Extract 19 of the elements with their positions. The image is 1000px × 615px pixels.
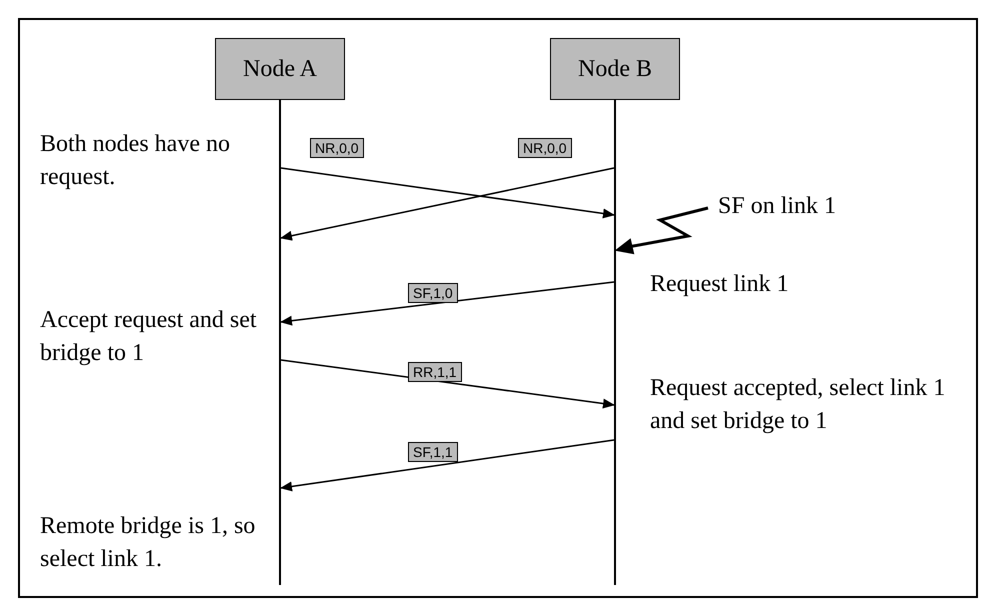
note-text: Accept request and set bridge to 1: [40, 306, 258, 368]
node-box: Node A: [215, 38, 345, 100]
message-arrow: [280, 359, 615, 408]
message-arrow: [280, 167, 615, 218]
edge-label: NR,0,0: [310, 138, 364, 158]
note-text: Remote bridge is 1, so select link 1.: [40, 512, 256, 574]
lifeline: [279, 100, 281, 585]
node-box: Node B: [550, 38, 680, 100]
message-arrow: [280, 439, 614, 492]
note-text: Both nodes have no request.: [40, 130, 231, 192]
edge-label: RR,1,1: [408, 362, 462, 382]
note-text: Request link 1: [650, 270, 790, 299]
message-arrow: [280, 167, 614, 241]
edge-label: NR,0,0: [518, 138, 572, 158]
edge-label: SF,1,0: [408, 283, 458, 303]
message-arrow: [280, 281, 614, 326]
note-text: SF on link 1: [718, 192, 838, 221]
note-text: Request accepted, select link 1 and set bridge to 1: [650, 374, 946, 436]
edge-label: SF,1,1: [408, 442, 458, 462]
